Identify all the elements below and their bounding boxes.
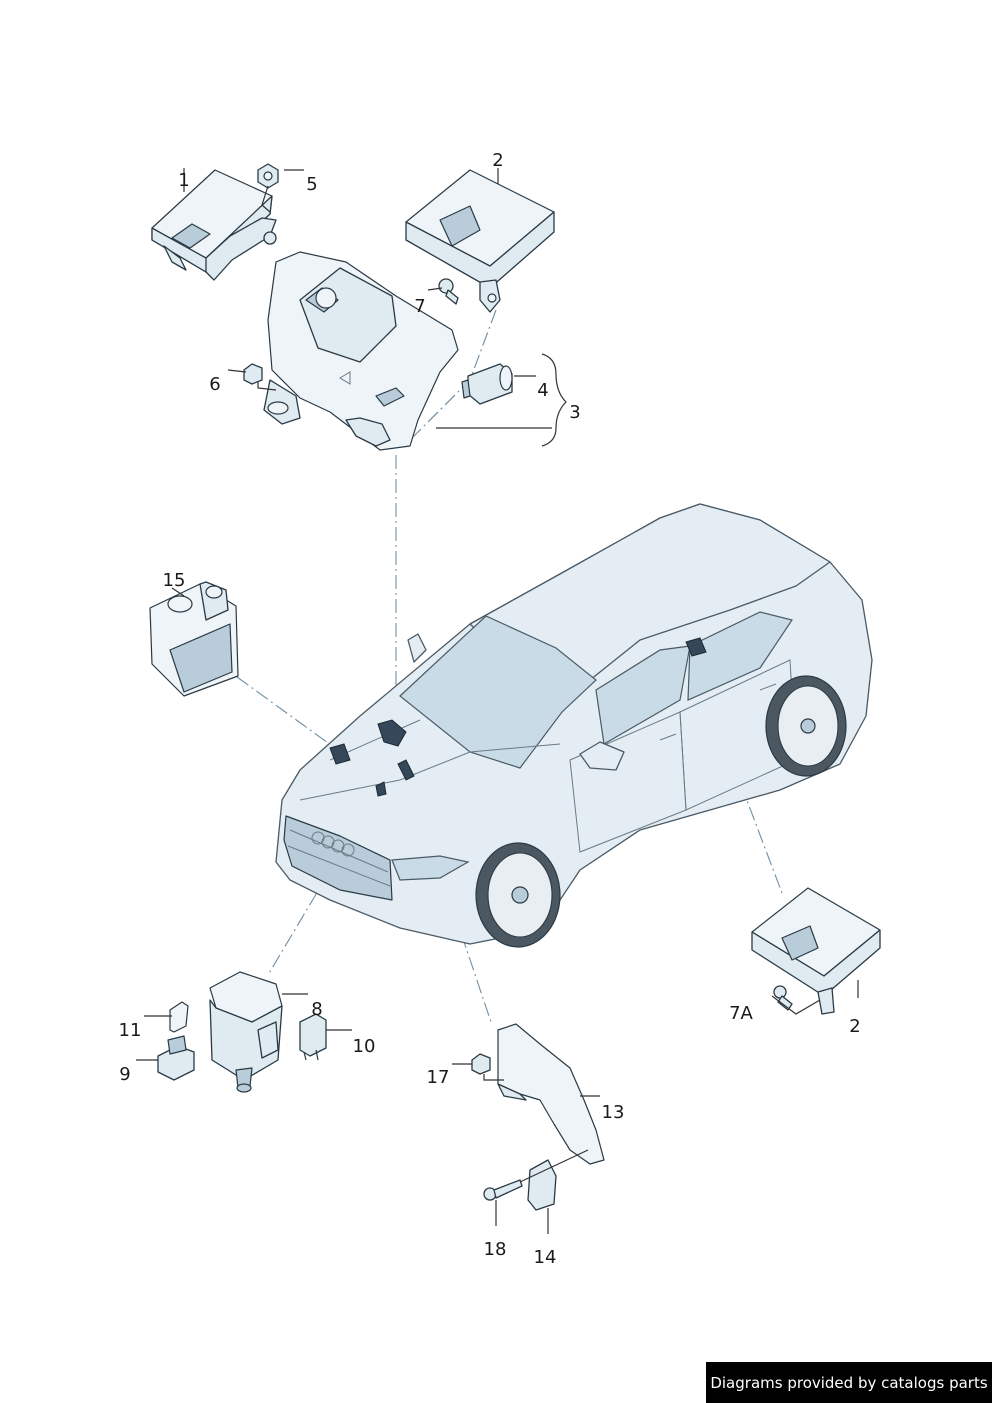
part-13-bracket [497,1023,605,1165]
callout-14: 14 [534,1247,557,1268]
callout-9: 9 [119,1064,130,1085]
callout-10: 10 [353,1036,376,1057]
callout-18: 18 [484,1239,507,1260]
part-7-bolt [438,278,459,305]
attribution-banner: Diagrams provided by catalogs parts [706,1362,992,1403]
location-marker-1 [377,719,407,747]
part-18-bolt [483,1179,523,1201]
location-marker-8 [375,781,387,797]
part-15-module [149,581,239,697]
callout-2-right: 2 [849,1016,860,1037]
part-8-pump [209,971,283,1093]
part-17-nut [471,1053,504,1081]
part-1-control-unit [151,169,277,281]
callout-15: 15 [163,570,186,591]
callout-4: 4 [537,380,548,401]
part-7a-bolt [773,985,793,1011]
part-10-relay [299,1013,327,1061]
callout-8: 8 [311,999,322,1020]
part-2-control-unit-right [751,887,881,1015]
part-4-cylinder [461,363,513,405]
callout-13: 13 [602,1102,625,1123]
part-11-fuse [169,1001,189,1033]
callout-5: 5 [306,174,317,195]
part-5-nut [257,163,279,213]
callout-1: 1 [178,170,189,191]
part-3-bracket [263,251,459,451]
part-14-sensor [527,1159,557,1211]
part-6-nut [243,363,277,391]
location-marker-2 [685,637,707,657]
callout-7: 7 [414,296,425,317]
attribution-text: Diagrams provided by catalogs parts [710,1373,988,1392]
callout-3: 3 [569,402,580,423]
vehicle-illustration [275,503,873,948]
callout-2-top: 2 [492,150,503,171]
callout-7a: 7A [729,1003,753,1024]
location-marker-13 [397,759,415,781]
callout-6: 6 [209,374,220,395]
callout-leaders [136,168,859,1234]
part-9-connector [157,1035,195,1081]
callout-labels: 1 5 2 7 6 4 3 15 8 10 11 9 7A 2 17 13 18… [119,150,861,1268]
location-marker-15 [329,743,351,765]
part-2-control-unit-top [405,169,555,313]
callout-11: 11 [119,1020,142,1041]
callout-17: 17 [427,1067,450,1088]
